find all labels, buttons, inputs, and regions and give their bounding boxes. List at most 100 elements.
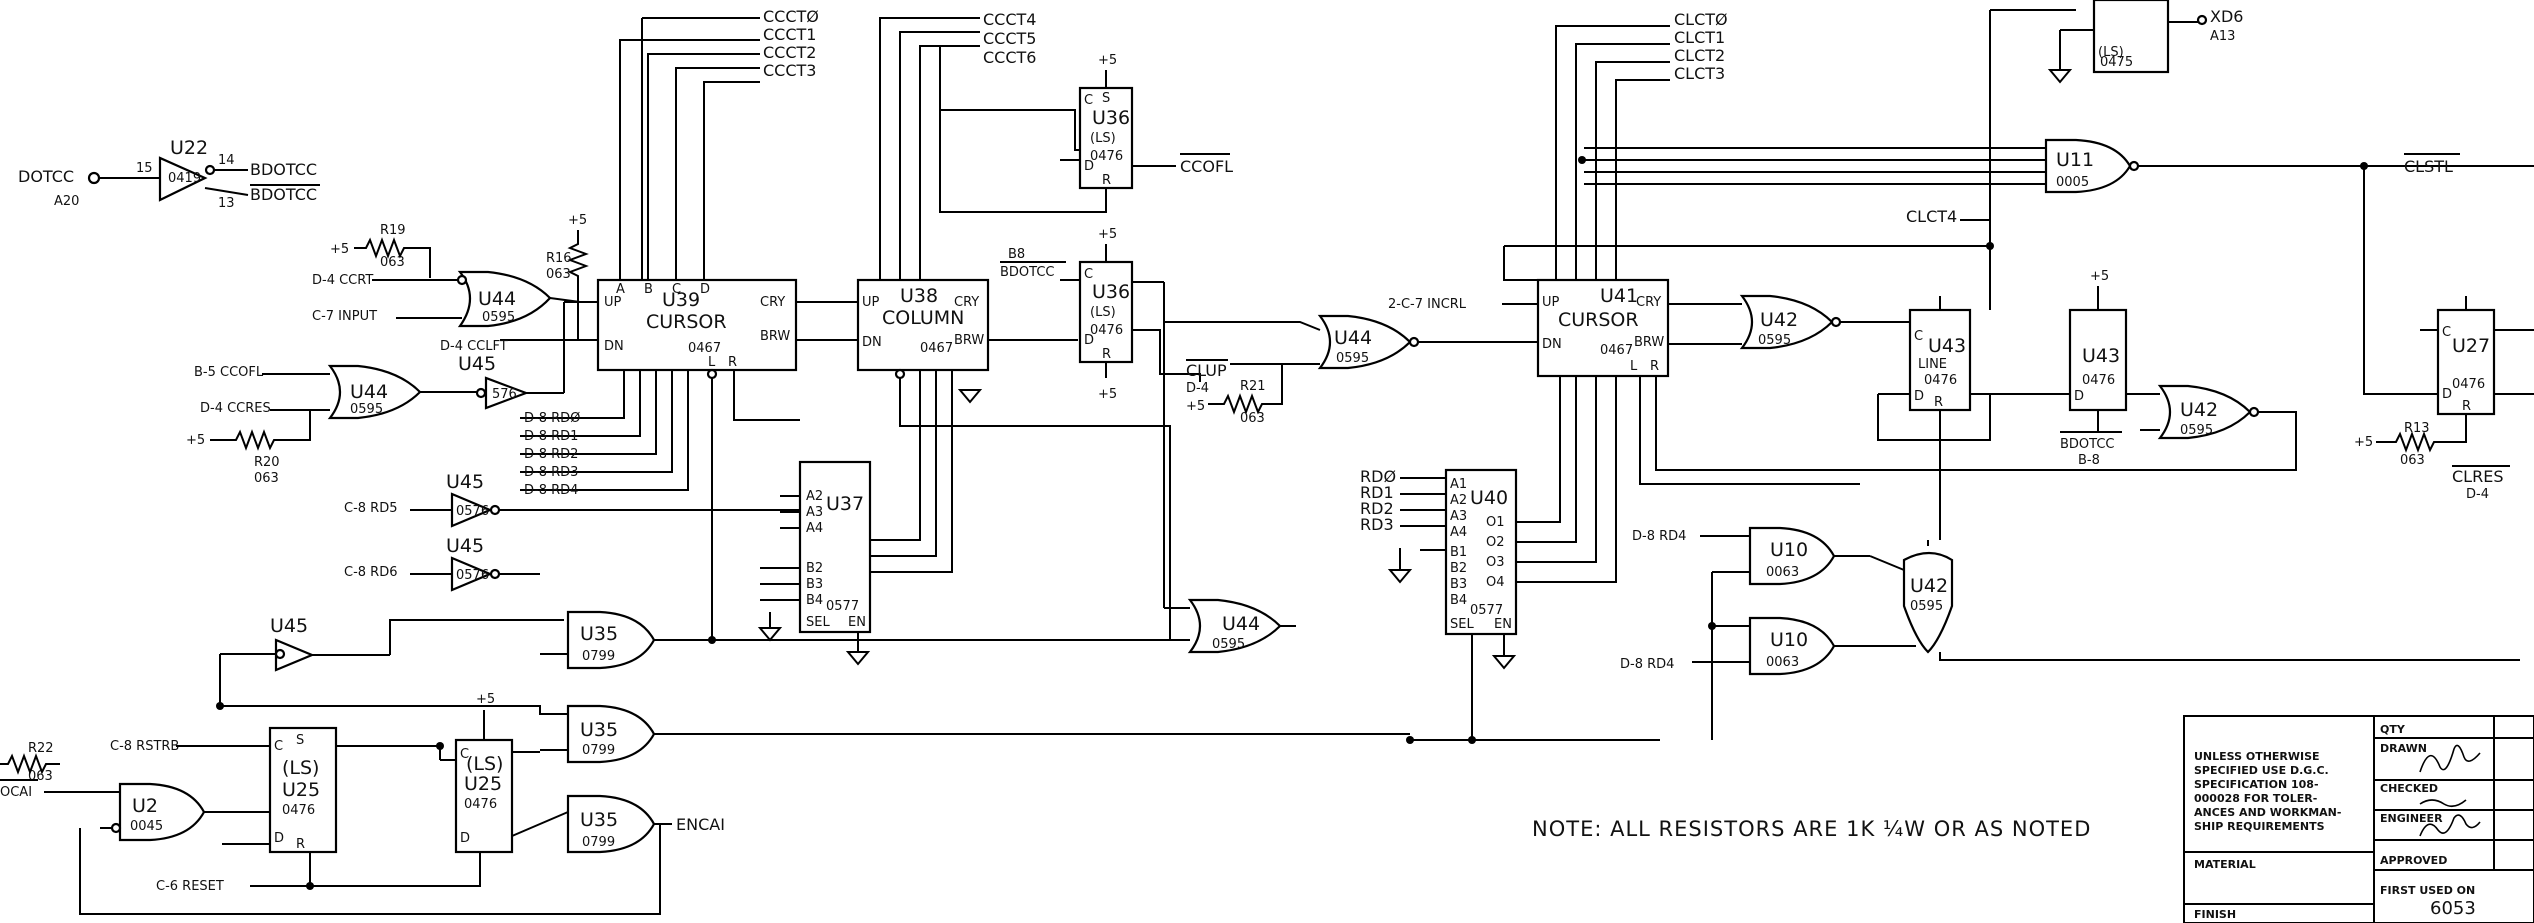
u44a-type: 0595 bbox=[482, 310, 515, 325]
xd6-connector bbox=[2196, 14, 2208, 26]
u42c-in-b bbox=[1939, 652, 2520, 661]
u22-pin-in: 15 bbox=[136, 161, 153, 176]
u43a-type: 0476 bbox=[1924, 373, 1957, 388]
u45c-bubble bbox=[489, 568, 501, 580]
u41-q2 bbox=[1595, 61, 1670, 280]
u37-pin-sel: SEL bbox=[806, 615, 830, 630]
u44c-label: U44 bbox=[1334, 327, 1372, 349]
u35a-type: 0799 bbox=[582, 649, 615, 664]
u38-wire-q2 bbox=[919, 45, 980, 280]
u25a-type: 0476 bbox=[282, 803, 315, 818]
u41-counter: U41 CURSOR 0467 UP DN CRY BRW L R CLCTØ … bbox=[1388, 10, 1990, 485]
u42a-type: 0595 bbox=[1758, 333, 1791, 348]
rd3-label: D-8 RD3 bbox=[524, 465, 578, 480]
c8-rd6-label: C-8 RD6 bbox=[344, 565, 398, 580]
u35a-label: U35 bbox=[580, 623, 618, 645]
u0475-ls: (LS) bbox=[2098, 45, 2124, 60]
junction-712 bbox=[708, 636, 716, 644]
u44b-label: U44 bbox=[350, 381, 388, 403]
u43b-plus5: +5 bbox=[2090, 269, 2109, 284]
u39-pin-l: L bbox=[708, 355, 716, 370]
r16-value: 063 bbox=[546, 267, 571, 282]
ccofl-out-label: CCOFL bbox=[1180, 157, 1233, 176]
u41-type: 0467 bbox=[1600, 343, 1633, 358]
u39-pin-cry: CRY bbox=[760, 295, 785, 310]
clct3-label: CLCT3 bbox=[1674, 64, 1725, 83]
u41-pin-cry: CRY bbox=[1636, 295, 1661, 310]
u39-in-rd0 bbox=[520, 370, 625, 419]
d4-label: D-4 bbox=[1186, 381, 1209, 396]
junction-1472 bbox=[1468, 736, 1476, 744]
u42c-label: U42 bbox=[1910, 575, 1948, 597]
reset-wire bbox=[250, 852, 481, 887]
u22-triangle bbox=[158, 156, 208, 202]
dotcc-label: DOTCC bbox=[18, 167, 74, 186]
drawn-label: DRAWN bbox=[2380, 742, 2427, 755]
u38-ground bbox=[957, 389, 983, 404]
rd2-label: D-8 RD2 bbox=[524, 447, 578, 462]
u40-pin-b4: B4 bbox=[1450, 593, 1467, 608]
u35a-in-a bbox=[389, 619, 564, 655]
u39-body bbox=[596, 278, 798, 372]
u42a-body bbox=[1739, 294, 1834, 350]
u36b-plus5-r: +5 bbox=[1098, 387, 1117, 402]
u39-pin-brw: BRW bbox=[760, 329, 790, 344]
u41-pin-l: L bbox=[1630, 359, 1638, 374]
u22-bubble bbox=[204, 164, 216, 176]
u44c-type: 0595 bbox=[1336, 351, 1369, 366]
r20-plus5: +5 bbox=[186, 433, 205, 448]
u44d-label: U44 bbox=[1222, 613, 1260, 635]
u42b-label: U42 bbox=[2180, 399, 2218, 421]
u41-l-wire bbox=[1639, 376, 1860, 485]
b8-label: B8 bbox=[1008, 247, 1025, 262]
u25b-ls: (LS) bbox=[466, 753, 503, 775]
rd0-label: D-8 RDØ bbox=[524, 411, 580, 426]
u36a-type: 0476 bbox=[1090, 149, 1123, 164]
u40-en-ground bbox=[1491, 655, 1517, 670]
u25a-pin-d: D bbox=[274, 831, 284, 846]
u39-wire-q3 bbox=[703, 81, 760, 280]
u39-pin-c: C bbox=[672, 282, 681, 297]
u10b-body bbox=[1748, 616, 1836, 676]
ccct1-label: CCCT1 bbox=[763, 25, 816, 44]
u41-label: U41 bbox=[1600, 285, 1638, 307]
u45-buffers: C-8 RD5 U45 0576 C-8 RD6 U45 0576 bbox=[344, 471, 800, 592]
u37-pin-b2: B2 bbox=[806, 561, 823, 576]
u44a-gate: +5 R19 063 D-4 CCRT C-7 INPUT U44 0595 bbox=[312, 223, 581, 328]
u40-rd3: RD3 bbox=[1360, 515, 1394, 534]
u39-pin-r: R bbox=[728, 355, 737, 370]
u42b-gate: U42 0595 bbox=[1990, 384, 2297, 471]
u45c-type: 0576 bbox=[456, 568, 489, 583]
u37-type: 0577 bbox=[826, 599, 859, 614]
engineer-signature bbox=[2419, 814, 2481, 837]
u36b-plus5: +5 bbox=[1098, 227, 1117, 242]
u44b-body bbox=[327, 364, 422, 420]
u38-wire-q0 bbox=[879, 17, 980, 280]
u27-pin-d: D bbox=[2442, 387, 2452, 402]
u45a-label: U45 bbox=[458, 353, 496, 375]
title-block: UNLESS OTHERWISE SPECIFIED USE D.G.C. SP… bbox=[2183, 715, 2534, 923]
u44a-out bbox=[549, 297, 581, 303]
r16-pullup: +5 R16 063 bbox=[546, 213, 589, 340]
u36a-label: U36 bbox=[1092, 107, 1130, 129]
u44d-type: 0595 bbox=[1212, 637, 1245, 652]
u25a-pin-r: R bbox=[296, 837, 305, 852]
r19-plus5: +5 bbox=[330, 242, 349, 257]
u38-counter: U38 COLUMN 0467 UP DN CRY BRW CCCT4 CCCT… bbox=[856, 10, 1171, 610]
u36a-reset-loop bbox=[939, 46, 1107, 213]
bdotcc-b8-label: BDOTCC bbox=[1000, 265, 1055, 280]
u39-in-rd3 bbox=[520, 370, 673, 473]
u38-to-u36 bbox=[940, 109, 1080, 151]
u40-ground bbox=[1387, 569, 1413, 584]
d8-rd4a-label: D-8 RD4 bbox=[1632, 529, 1686, 544]
u36a-plus5: +5 bbox=[1098, 53, 1117, 68]
u44d-body bbox=[1187, 598, 1282, 654]
u38-type: 0467 bbox=[920, 341, 953, 356]
r21-resistor bbox=[1208, 364, 1283, 415]
r19-resistor bbox=[354, 237, 431, 278]
u45c-label: U45 bbox=[446, 535, 484, 557]
u10a-body bbox=[1748, 526, 1836, 586]
ccct3-label: CCCT3 bbox=[763, 61, 816, 80]
u43a-loop bbox=[1877, 394, 1991, 441]
